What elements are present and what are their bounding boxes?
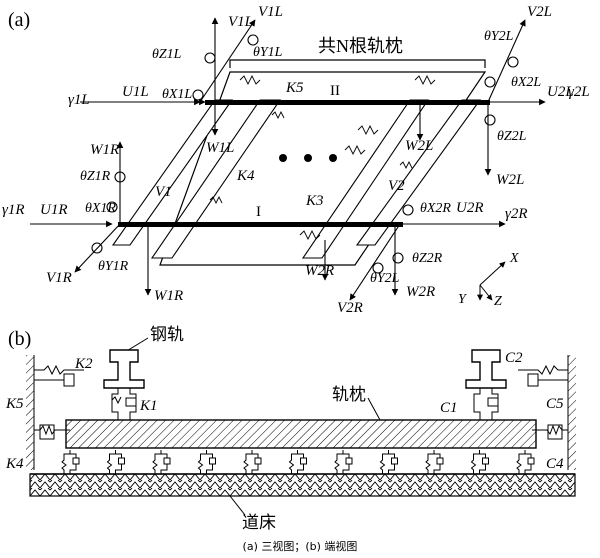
spring-K2-label: K2: [74, 356, 93, 372]
label-V2R: V2R: [337, 300, 363, 316]
label-W1R: W1R: [90, 142, 119, 158]
sleeper-frame: [159, 71, 487, 266]
sleeper-back: [205, 100, 490, 105]
ballast-label: 道床: [242, 513, 276, 532]
sleeper-body: [65, 419, 537, 449]
label-thetaZ2R: θZ2R: [412, 251, 443, 266]
ballast-spring-unit: [516, 450, 535, 475]
ballast-spring-unit: [197, 450, 216, 475]
figure-caption: (a) 三视图；(b) 端视图: [242, 540, 358, 553]
sleeper-leader: [367, 397, 381, 421]
label-W1L: W1L: [206, 140, 234, 156]
label-U1L: U1L: [122, 84, 149, 100]
ballast-spring-unit: [152, 450, 171, 475]
panel-a-label: (a): [8, 9, 30, 31]
label-gamma2R: γ2R: [505, 206, 528, 222]
sleeper-side-springs: [34, 424, 568, 440]
label-W2R-sleeper: W2R: [305, 263, 334, 279]
label-thetaY2L-bottom: θY2L: [370, 271, 400, 286]
label-thetaZ1R: θZ1R: [80, 169, 111, 184]
axis-z-label: Z: [494, 294, 502, 309]
ballast-spring-unit: [470, 450, 489, 475]
damper-C5-label: C5: [546, 396, 564, 412]
spring-k5-label: K5: [285, 80, 304, 96]
ballast-spring-unit: [334, 450, 353, 475]
ballast-springs: [61, 450, 535, 475]
spring-K4-label: K4: [5, 456, 24, 472]
ballast-leader: [229, 495, 246, 516]
label-gamma1R: γ1R: [2, 202, 25, 218]
ballast-spring-unit: [243, 450, 262, 475]
ballast-bed: [29, 473, 576, 497]
label-gamma1L: γ1L: [68, 92, 90, 108]
rail-label: 钢轨: [150, 325, 184, 344]
spring-k3-label: K3: [305, 193, 324, 209]
damper-C4-label: C4: [546, 456, 564, 472]
label-U2L: U2L: [547, 84, 574, 100]
damper-C2-label: C2: [505, 350, 523, 366]
damper-C1-label: C1: [440, 400, 458, 416]
label-U1R: U1R: [40, 202, 68, 218]
ballast-spring-unit: [288, 450, 307, 475]
label-U2R: U2R: [456, 200, 484, 216]
ballast-spring-unit: [379, 450, 398, 475]
ballast-spring-unit: [106, 450, 125, 475]
ballast-spring-unit: [61, 450, 80, 475]
sleeper-count-brace: 共N根轨枕: [229, 36, 486, 68]
spring-K5-label: K5: [5, 396, 24, 412]
ballast-spring-unit: [425, 450, 444, 475]
label-thetaY1L: θY1L: [253, 45, 283, 60]
label-thetaZ1L: θZ1L: [152, 47, 182, 62]
label-thetaX2L: θX2L: [511, 75, 541, 90]
sleeper-label-I: I: [256, 204, 261, 220]
label-W2L: W2L: [496, 172, 524, 188]
coordinate-axes: [477, 261, 506, 301]
label-V1-sleeper: V1: [155, 184, 172, 200]
spring-k4-label: K4: [236, 168, 255, 184]
figure-svg: (a) 共N根轨枕 II I K5 K4 K3: [2, 4, 590, 532]
sleeper-count-text: 共N根轨枕: [318, 36, 403, 56]
label-thetaY2L: θY2L: [484, 29, 514, 44]
panel-b-label: (b): [8, 328, 31, 350]
spring-symbols: [209, 74, 436, 241]
axis-x-label: X: [509, 251, 519, 266]
label-W2L-sleeper: W2L: [405, 138, 433, 154]
spring-K1-label: K1: [139, 398, 158, 414]
rail-left-section: [103, 349, 145, 389]
sleeper-label: 轨枕: [332, 385, 366, 404]
label-thetaX2R: θX2R: [420, 201, 451, 216]
axis-y-label: Y: [458, 292, 468, 307]
label-gamma2L: γ2L: [568, 84, 590, 100]
label-thetaY1R: θY1R: [98, 259, 129, 274]
label-V2-sleeper: V2: [388, 178, 405, 194]
label-V1R: V1R: [46, 270, 72, 286]
label-V1L-top: V1L: [258, 4, 283, 20]
rail-pads: [34, 364, 568, 420]
label-thetaX1L: θX1L: [162, 87, 192, 102]
sleepers: [118, 100, 490, 227]
rail-right-section: [465, 349, 507, 389]
sleeper-front: [118, 222, 403, 227]
label-W2R: W2R: [406, 284, 435, 300]
ellipsis-dots: [279, 154, 337, 162]
label-V1L: V1L: [228, 14, 253, 30]
label-W1R-sleeper: W1R: [154, 288, 183, 304]
sleeper-label-II: II: [330, 83, 340, 99]
label-V2L: V2L: [527, 4, 552, 20]
label-thetaZ2L: θZ2L: [497, 129, 527, 144]
rail-members: [111, 99, 482, 259]
dof-arrows: [30, 17, 546, 301]
side-walls: [26, 355, 576, 470]
rail-cross-sections: [103, 349, 507, 389]
label-thetaX1R: θX1R: [85, 201, 116, 216]
